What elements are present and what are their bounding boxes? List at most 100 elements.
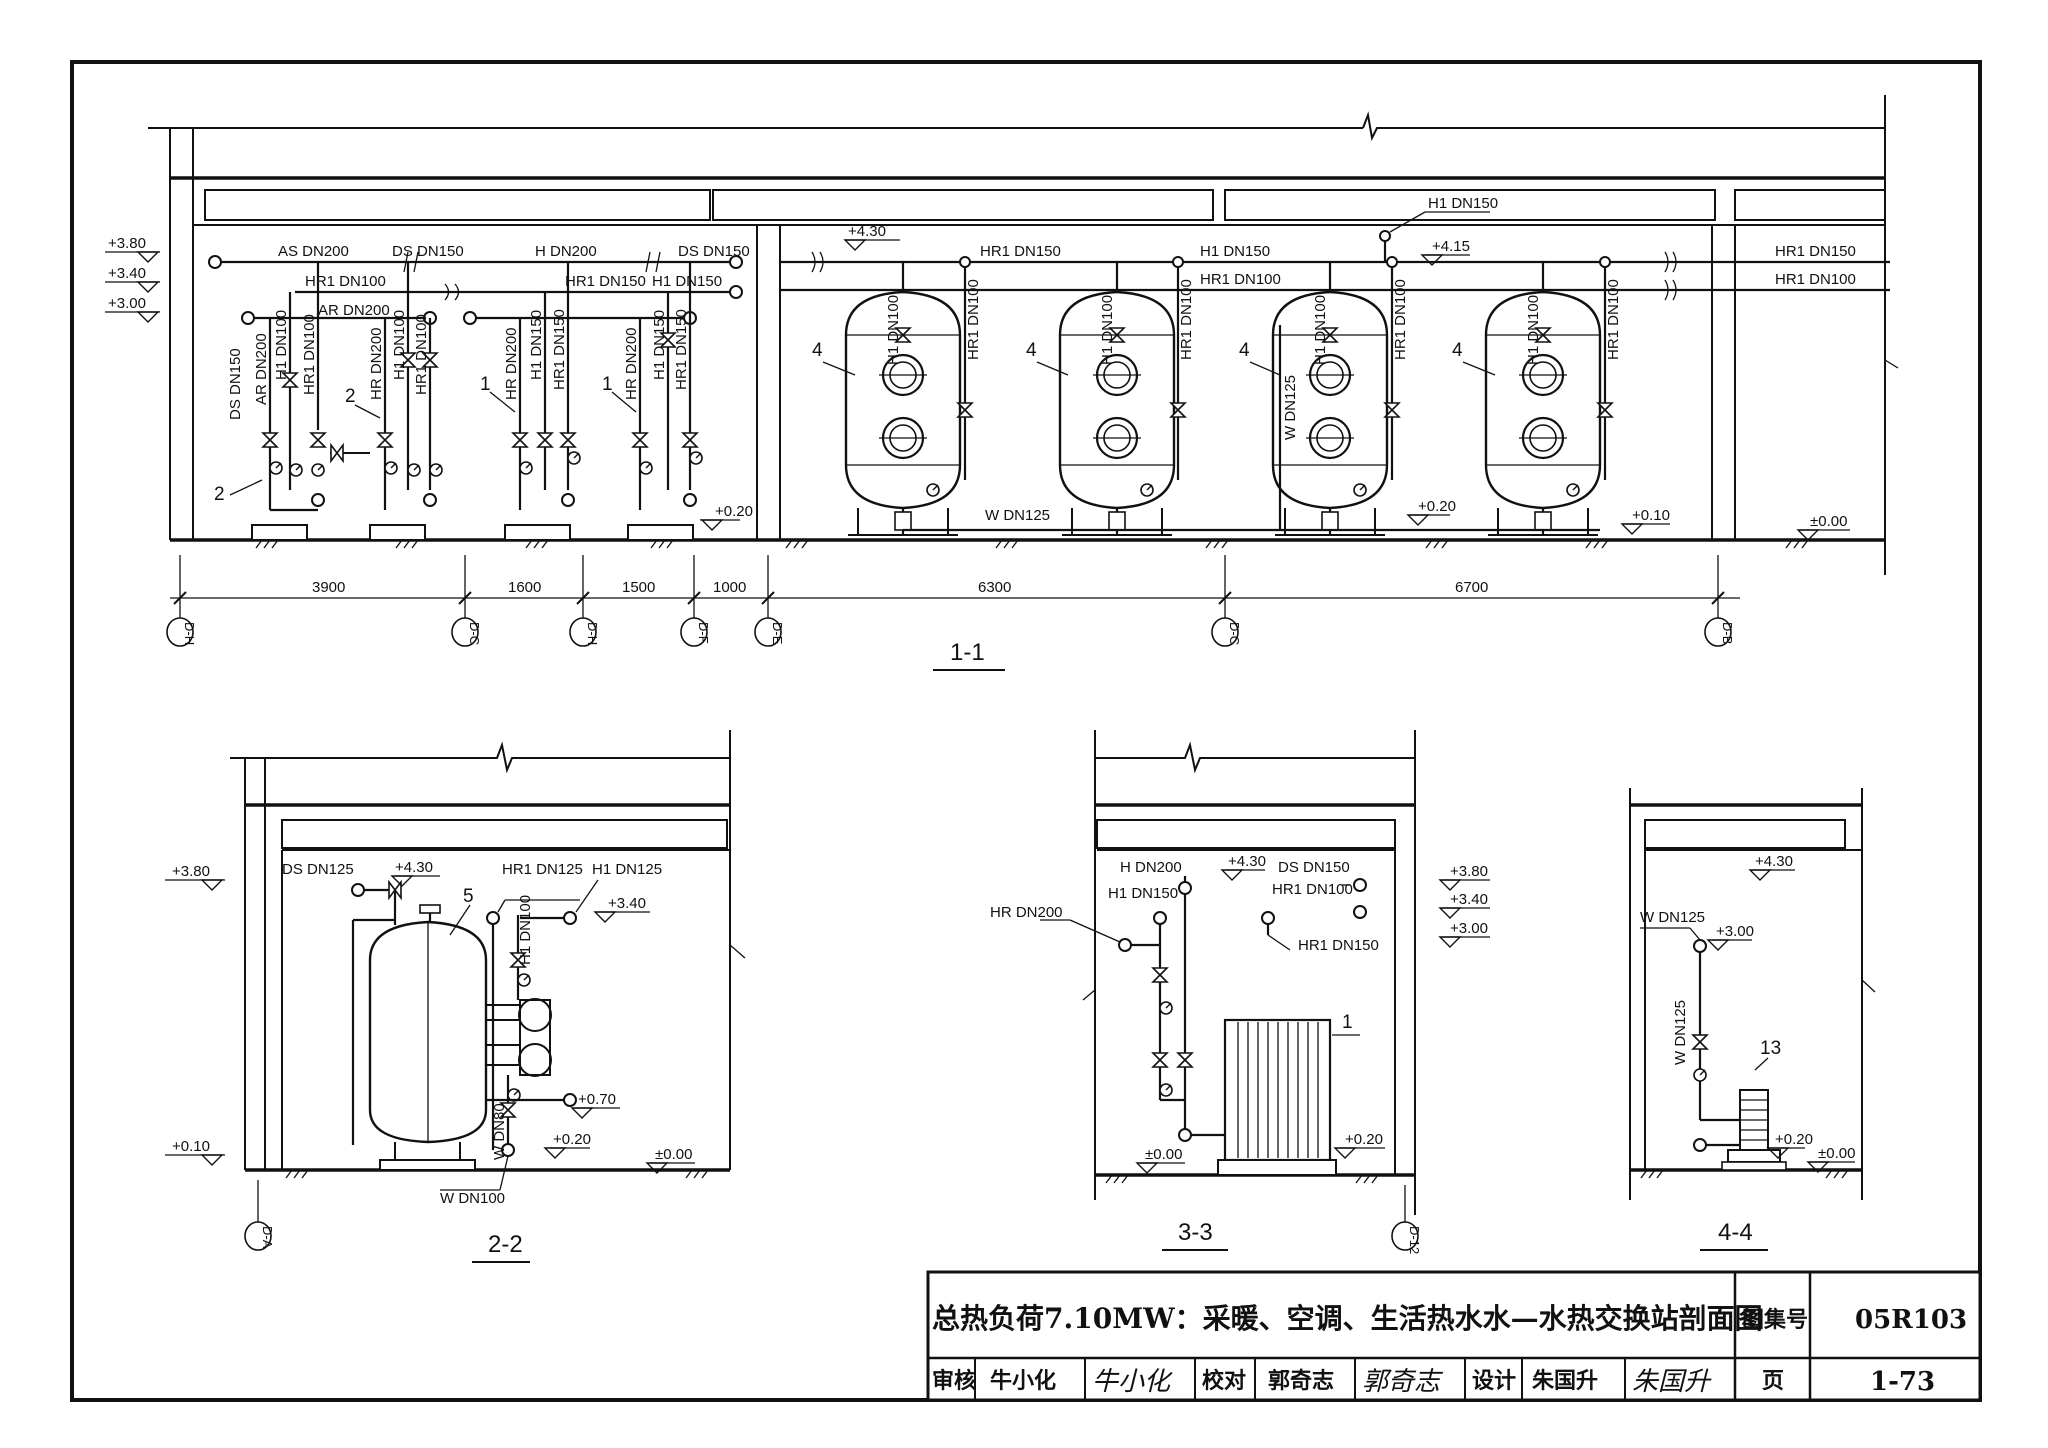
reviewer-name: 牛小化	[990, 1368, 1056, 1394]
callout-4c: 4	[1239, 340, 1250, 361]
label-hr-dn200-33: HR DN200	[990, 904, 1063, 921]
vlabel-8: HR1 DN150	[551, 309, 568, 390]
elev-020-b: +0.20	[1418, 498, 1456, 515]
elev-000-44: ±0.00	[1818, 1145, 1855, 1162]
elev-300-33: +3.00	[1450, 920, 1488, 937]
label-ds-dn125: DS DN125	[282, 861, 354, 878]
elev-430: +4.30	[848, 223, 886, 240]
label-h1-dn150: H1 DN150	[652, 273, 722, 290]
label-as-dn200: AS DN200	[278, 243, 349, 260]
label-hr1-dn150-33: HR1 DN150	[1298, 937, 1379, 954]
section-title-3-3: 3-3	[1178, 1219, 1213, 1246]
label-w-dn125: W DN125	[985, 507, 1050, 524]
axis-d-h-2: D-H	[585, 622, 600, 645]
designer-signature: 朱国升	[1632, 1366, 1712, 1396]
label-ds-dn150: DS DN150	[392, 243, 464, 260]
vlabel-15: HR1 DN100	[1178, 279, 1195, 360]
axis-d-c-2: D-C	[1227, 622, 1242, 645]
elev-300-44: +3.00	[1716, 923, 1754, 940]
elev-300: +3.00	[108, 295, 146, 312]
elev-020-33: +0.20	[1345, 1131, 1383, 1148]
vlabel-1: H1 DN100	[273, 310, 290, 380]
vlabel-17: HR1 DN100	[1392, 279, 1409, 360]
callout-2b: 2	[345, 386, 356, 407]
callout-1a: 1	[480, 374, 491, 395]
label-h1-dn100-22: H1 DN100	[517, 895, 534, 965]
vlabel-3: HR DN200	[368, 327, 385, 400]
label-w-dn80-22: W DN80	[491, 1103, 508, 1160]
label-w-dn125-44: W DN125	[1640, 909, 1705, 926]
vlabel-0: AR DN200	[253, 333, 270, 405]
elev-000-22: ±0.00	[655, 1146, 692, 1163]
callout-1b: 1	[602, 374, 613, 395]
callout-5: 5	[463, 886, 474, 907]
elev-430-22: +4.30	[395, 859, 433, 876]
reviewer-signature: 牛小化	[1092, 1366, 1173, 1396]
dim-1600: 1600	[508, 579, 541, 596]
section-3-3: H DN200 +4.30 DS DN150 H1 DN150 HR1 DN10…	[990, 730, 1490, 1254]
label-ds-dn150-b: DS DN150	[678, 243, 750, 260]
label-h1-dn150-33: H1 DN150	[1108, 885, 1178, 902]
axis-d-e: D-E	[770, 622, 785, 645]
elev-070-22: +0.70	[578, 1091, 616, 1108]
elev-415: +4.15	[1432, 238, 1470, 255]
design-label: 设计	[1472, 1368, 1516, 1394]
title-block: 总热负荷7.10MW：采暖、空调、生活热水水—水热交换站剖面图 图集号 05R1…	[926, 1270, 1982, 1402]
vlabel-9: HR DN200	[623, 327, 640, 400]
elev-340-22: +3.40	[608, 895, 646, 912]
axis-d-c: D-C	[467, 622, 482, 645]
elev-340-33: +3.40	[1450, 891, 1488, 908]
dim-1500: 1500	[622, 579, 655, 596]
dim-1000: 1000	[713, 579, 746, 596]
elev-430-33: +4.30	[1228, 853, 1266, 870]
label-h-dn200-33: H DN200	[1120, 859, 1182, 876]
elev-010-22: +0.10	[172, 1138, 210, 1155]
review-label: 审核	[932, 1368, 976, 1394]
label-ds-dn150-v: DS DN150	[227, 348, 244, 420]
check-label: 校对	[1202, 1368, 1246, 1394]
vlabel-13: HR1 DN100	[965, 279, 982, 360]
label-ar-dn200: AR DN200	[318, 302, 390, 319]
vlabel-19: HR1 DN100	[1605, 279, 1622, 360]
label-h1-dn150-b: H1 DN150	[1200, 243, 1270, 260]
elev-020-44: +0.20	[1775, 1131, 1813, 1148]
callout-13: 13	[1760, 1038, 1781, 1059]
label-h-dn200: H DN200	[535, 243, 597, 260]
callout-4b: 4	[1026, 340, 1037, 361]
atlas-number: 05R103	[1855, 1305, 1967, 1335]
vlabel-2: HR1 DN100	[301, 314, 318, 395]
label-hr1-dn150-b: HR1 DN150	[980, 243, 1061, 260]
label-h1-dn125: H1 DN125	[592, 861, 662, 878]
label-hr1-dn100-33: HR1 DN100	[1272, 881, 1353, 898]
vlabel-14: H1 DN100	[1099, 295, 1116, 365]
vlabel-10: H1 DN150	[651, 310, 668, 380]
vlabel-11: HR1 DN150	[673, 309, 690, 390]
section-title-1-1: 1-1	[950, 639, 985, 666]
vlabel-18: H1 DN100	[1525, 295, 1542, 365]
axis-d-f: D-F	[696, 622, 711, 644]
label-w-dn125-v-44: W DN125	[1672, 1000, 1689, 1065]
section-4-4: +4.30 W DN125 +3.00 W DN125 13 +0.20 ±0.…	[1629, 788, 1876, 1251]
label-w-dn125-v: W DN125	[1282, 375, 1299, 440]
callout-2a: 2	[214, 484, 225, 505]
vlabel-16: H1 DN100	[1312, 295, 1329, 365]
label-hr1-dn150-r: HR1 DN150	[1775, 243, 1856, 260]
page-label: 页	[1762, 1368, 1784, 1394]
label-h1-dn150-top: H1 DN150	[1428, 195, 1498, 212]
vlabel-6: HR DN200	[503, 327, 520, 400]
label-w-dn100-22: W DN100	[440, 1190, 505, 1207]
vlabel-4: H1 DN100	[391, 310, 408, 380]
elev-340: +3.40	[108, 265, 146, 282]
section-1-1: +3.80 +3.40 +3.00 AS DN200 DS DN150 H DN…	[105, 95, 1899, 671]
callout-4a: 4	[812, 340, 823, 361]
vlabel-12: H1 DN100	[885, 295, 902, 365]
axis-d-b: D-B	[1720, 622, 1735, 644]
checker-signature: 郭奇志	[1362, 1366, 1444, 1396]
elev-380: +3.80	[108, 235, 146, 252]
label-ds-dn150-33: DS DN150	[1278, 859, 1350, 876]
axis-d-a: D-A	[260, 1226, 275, 1249]
drawing-title: 总热负荷7.10MW：采暖、空调、生活热水水—水热交换站剖面图	[932, 1302, 1763, 1335]
label-hr1-dn100: HR1 DN100	[305, 273, 386, 290]
elev-380-22: +3.80	[172, 863, 210, 880]
